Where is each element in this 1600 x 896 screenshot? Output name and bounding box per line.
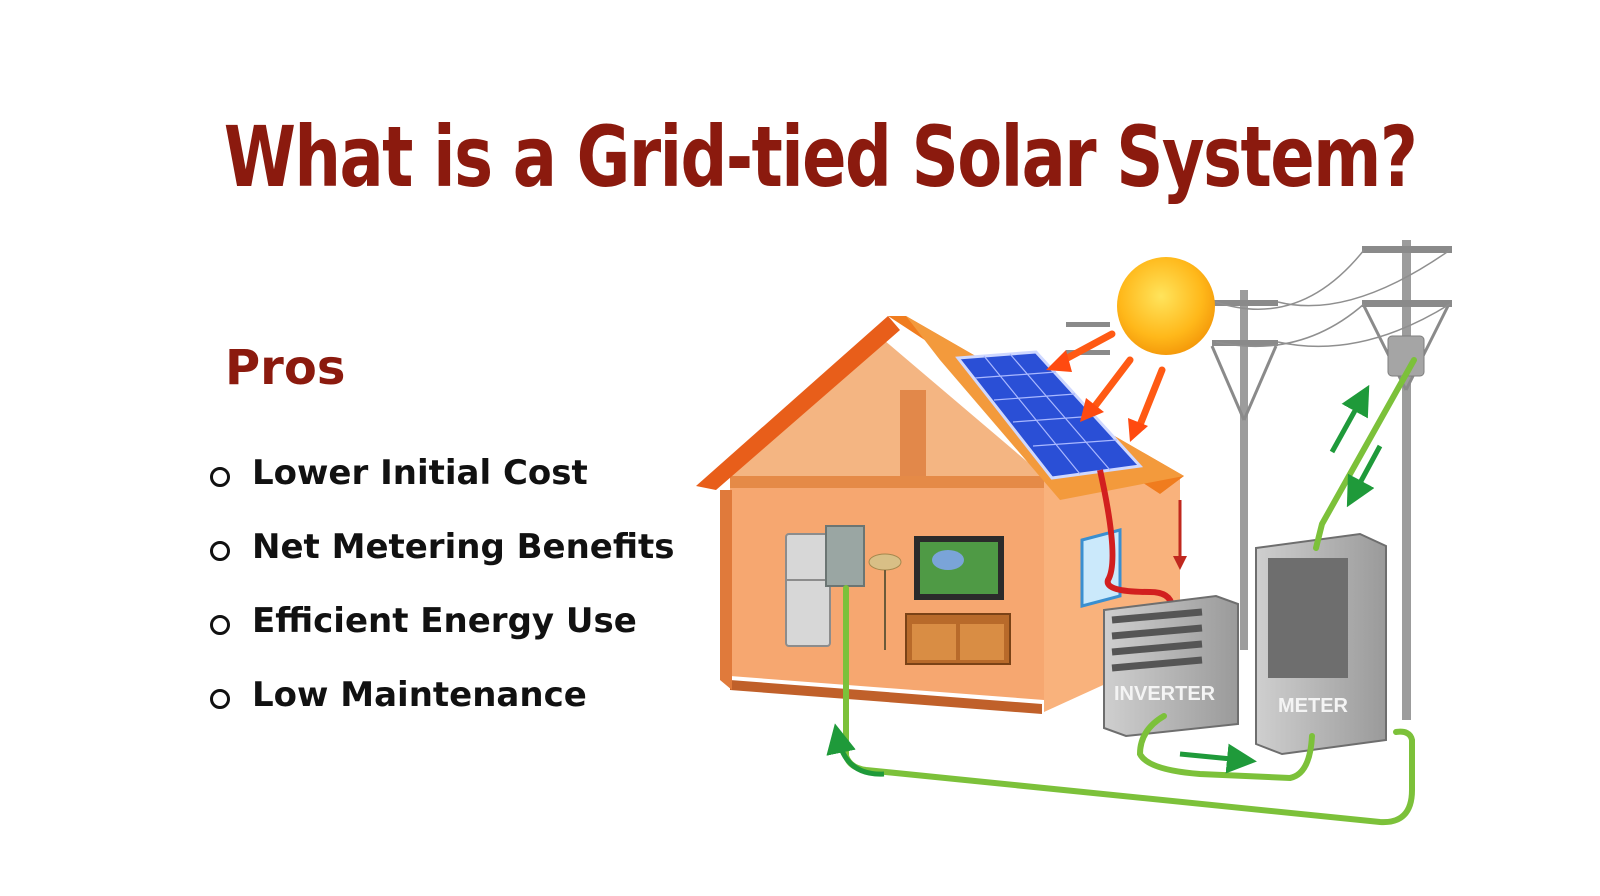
pros-item-net-metering: Net Metering Benefits bbox=[210, 510, 675, 584]
fridge bbox=[785, 533, 831, 647]
pros-item-label: Low Maintenance bbox=[252, 675, 587, 715]
flow-arrow-to-meter-icon bbox=[1179, 743, 1257, 774]
meter-label: METER bbox=[1278, 695, 1349, 717]
utility-pole-left bbox=[1066, 290, 1278, 650]
house-illustration bbox=[696, 316, 1184, 714]
utility-pole-right bbox=[1362, 240, 1452, 720]
meter-box: METER bbox=[1255, 532, 1387, 756]
bullet-icon bbox=[210, 467, 230, 487]
bullet-icon bbox=[210, 615, 230, 635]
pros-heading: Pros bbox=[225, 340, 346, 396]
flow-arrow-from-grid-icon bbox=[1346, 444, 1383, 508]
flow-arrow-to-house-icon bbox=[826, 723, 885, 777]
pros-item-label: Efficient Energy Use bbox=[252, 601, 637, 641]
flow-arrow-to-grid-icon bbox=[1329, 384, 1370, 454]
pros-item-low-maintenance: Low Maintenance bbox=[210, 658, 675, 732]
dc-wire bbox=[1097, 469, 1175, 607]
pros-item-label: Net Metering Benefits bbox=[252, 527, 675, 567]
pros-item-label: Lower Initial Cost bbox=[252, 453, 588, 493]
red-down-arrow-icon bbox=[1173, 500, 1187, 570]
bullet-icon bbox=[210, 541, 230, 561]
sun-rays bbox=[1056, 330, 1166, 434]
pros-item-efficient-energy: Efficient Energy Use bbox=[210, 584, 675, 658]
inverter-box: INVERTER bbox=[1103, 594, 1239, 738]
page-title: What is a Grid-tied Solar System? bbox=[223, 108, 1418, 206]
pros-item-lower-initial-cost: Lower Initial Cost bbox=[210, 436, 675, 510]
bullet-icon bbox=[210, 689, 230, 709]
flow-arrows bbox=[826, 384, 1383, 777]
breaker-box bbox=[825, 525, 865, 587]
sun-icon bbox=[1117, 257, 1215, 355]
power-lines bbox=[1215, 249, 1451, 348]
pros-list: Lower Initial Cost Net Metering Benefits… bbox=[210, 436, 675, 732]
inverter-label: INVERTER bbox=[1114, 683, 1216, 705]
